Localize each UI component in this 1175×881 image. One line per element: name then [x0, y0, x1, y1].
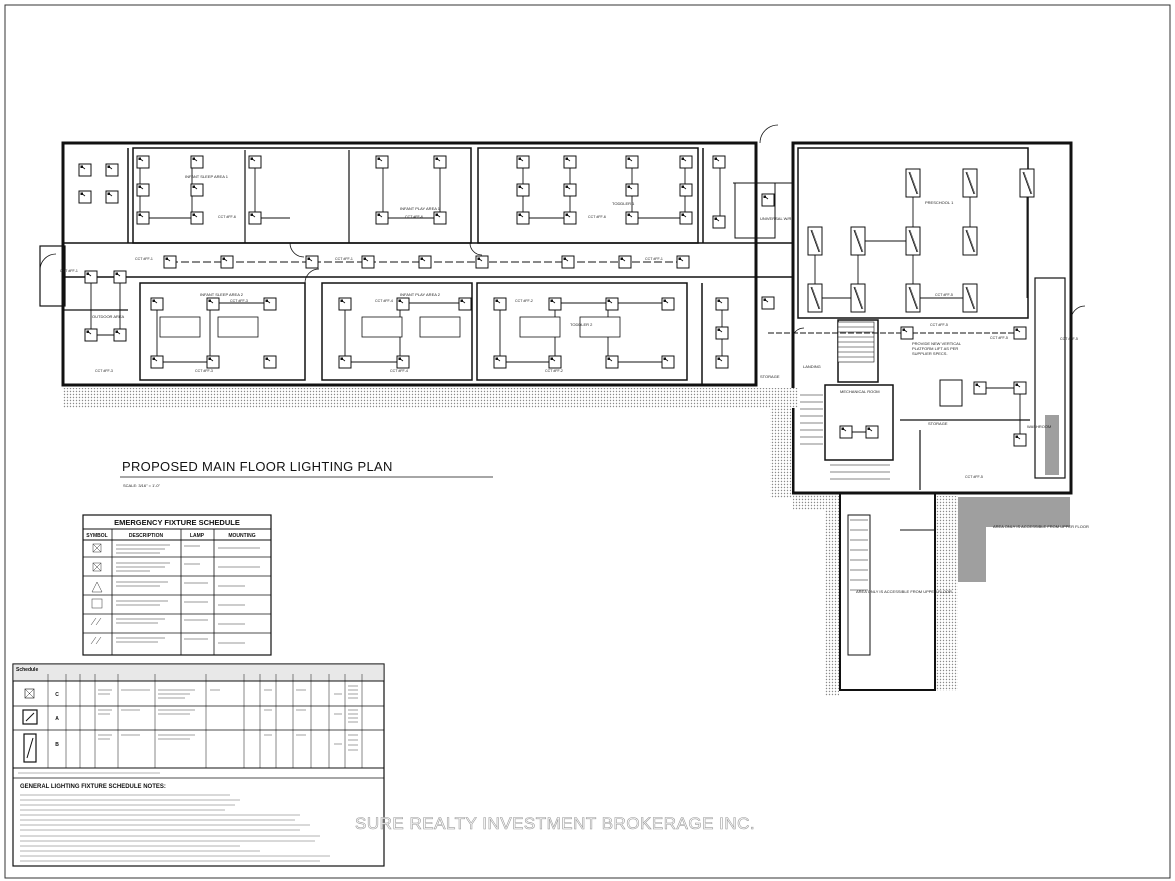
stair-area-note: AREA ONLY IS ACCESSIBLE FROM UPPER FLOOR [856, 589, 952, 594]
col-symbol: SYMBOL [86, 533, 107, 539]
fixtures-linear [807, 168, 1035, 313]
sheet-border [4, 4, 1171, 879]
emergency-schedule-rows [90, 543, 260, 645]
svg-text:CCT #FF-3: CCT #FF-3 [195, 369, 213, 373]
room-names: INFANT SLEEP AREA 1 INFANT PLAY AREA 1 T… [92, 174, 1051, 429]
emergency-schedule-title: EMERGENCY FIXTURE SCHEDULE [114, 518, 240, 527]
svg-text:CCT #FF-1: CCT #FF-1 [60, 269, 78, 273]
circuit-tags: CCT #FF-6 CCT #FF-6 CCT #FF-6 CCT #FF-1 … [60, 215, 1078, 479]
svg-text:TODDLER 2: TODDLER 2 [570, 322, 593, 327]
emergency-fixture-schedule [82, 514, 272, 656]
svg-text:CCT #FF-5: CCT #FF-5 [965, 475, 983, 479]
svg-text:INFANT SLEEP AREA 1: INFANT SLEEP AREA 1 [185, 174, 229, 179]
fixture-row-label-a: A [55, 716, 59, 722]
fixture-schedule-table [12, 663, 385, 867]
svg-text:CCT #FF-5: CCT #FF-5 [1060, 337, 1078, 341]
svg-text:STORAGE: STORAGE [760, 374, 780, 379]
svg-text:CCT #FF-2: CCT #FF-2 [515, 299, 533, 303]
svg-text:CCT #FF-5: CCT #FF-5 [930, 323, 948, 327]
svg-text:PLATFORM LIFT AS PER: PLATFORM LIFT AS PER [912, 346, 958, 351]
svg-text:UNIVERSAL W/R: UNIVERSAL W/R [760, 216, 792, 221]
col-lamp: LAMP [190, 533, 205, 539]
svg-text:TODDLER 1: TODDLER 1 [612, 201, 635, 206]
fixture-schedule-title: Schedule [16, 667, 38, 673]
building-walls [39, 141, 1073, 691]
room-tables [159, 316, 621, 338]
svg-text:CCT #FF-6: CCT #FF-6 [405, 215, 423, 219]
svg-text:INFANT PLAY AREA 2: INFANT PLAY AREA 2 [400, 292, 441, 297]
fixture-row-label-c: C [55, 692, 59, 698]
svg-text:CCT #FF-2: CCT #FF-2 [545, 369, 563, 373]
svg-text:PROVIDE NEW VERTICAL: PROVIDE NEW VERTICAL [912, 341, 962, 346]
fixture-notes-title: GENERAL LIGHTING FIXTURE SCHEDULE NOTES: [20, 784, 166, 790]
svg-text:CCT #FF-1: CCT #FF-1 [335, 257, 353, 261]
svg-text:CCT #FF-1: CCT #FF-1 [645, 257, 663, 261]
svg-text:CCT #FF-3: CCT #FF-3 [95, 369, 113, 373]
svg-text:INFANT PLAY AREA 1: INFANT PLAY AREA 1 [400, 206, 441, 211]
svg-text:PRESCHOOL 1: PRESCHOOL 1 [925, 200, 954, 205]
scale-note: SCALE: 3/16" = 1'-0" [123, 483, 161, 488]
svg-text:WASHROOM: WASHROOM [1027, 424, 1051, 429]
stair-treads [800, 321, 890, 591]
svg-text:CCT #FF-4: CCT #FF-4 [375, 299, 393, 303]
svg-text:CCT #FF-5: CCT #FF-5 [935, 293, 953, 297]
watermark: SURE REALTY INVESTMENT BROKERAGE INC. [355, 814, 755, 833]
upper-floor-note: AREA ONLY IS ACCESSIBLE FROM UPPER FLOOR [993, 524, 1089, 529]
svg-text:CCT #FF-6: CCT #FF-6 [218, 215, 236, 219]
svg-text:CCT #FF-6: CCT #FF-6 [588, 215, 606, 219]
svg-text:LANDING: LANDING [803, 364, 821, 369]
svg-text:CCT #FF-5: CCT #FF-5 [990, 336, 1008, 340]
svg-text:CCT #FF-4: CCT #FF-4 [390, 369, 408, 373]
door-swings [39, 124, 1086, 341]
svg-text:OUTDOOR AREA: OUTDOOR AREA [92, 314, 125, 319]
svg-text:CCT #FF-3: CCT #FF-3 [230, 299, 248, 303]
exterior-hatch [63, 388, 1070, 696]
svg-text:SUPPLIER SPECS.: SUPPLIER SPECS. [912, 351, 948, 356]
svg-text:MECHANICAL ROOM: MECHANICAL ROOM [840, 389, 880, 394]
drawing-title: PROPOSED MAIN FLOOR LIGHTING PLAN [122, 459, 393, 474]
col-mounting: MOUNTING [228, 533, 255, 539]
svg-text:STORAGE: STORAGE [928, 421, 948, 426]
svg-text:INFANT SLEEP AREA 2: INFANT SLEEP AREA 2 [200, 292, 244, 297]
fixture-row-label-b: B [55, 742, 59, 748]
col-description: DESCRIPTION [129, 533, 164, 539]
svg-text:CCT #FF-1: CCT #FF-1 [135, 257, 153, 261]
